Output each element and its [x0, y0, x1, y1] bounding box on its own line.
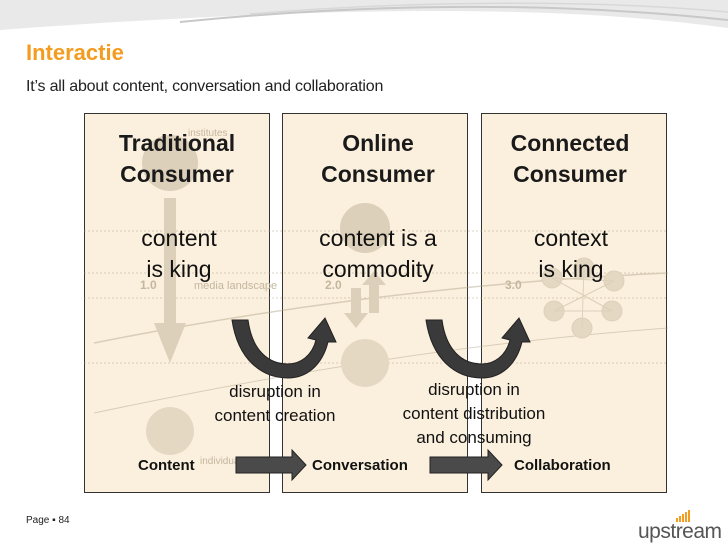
panel-3-slogan-line2: is king: [538, 256, 604, 282]
bg-label-media-landscape: media landscape: [194, 280, 278, 292]
panel-2-slogan-line1: content is a: [319, 225, 437, 251]
disruption-2-line1: disruption in: [428, 380, 520, 399]
panel-1-slogan-line2: is king: [146, 256, 212, 282]
panel-traditional-consumer: [84, 113, 270, 493]
page-label: Page: [26, 515, 50, 526]
panel-1-slogan-line1: content: [141, 225, 217, 251]
panel-1-heading-line2: Consumer: [120, 161, 234, 187]
disruption-2-line2: content distribution: [402, 404, 546, 423]
panel-3-slogan: context is king: [471, 223, 671, 285]
bg-label-institutes: institutes: [188, 128, 228, 139]
panel-online-consumer: [282, 113, 468, 493]
panel-connected-consumer: [481, 113, 667, 493]
bg-label-individuals: individuals: [200, 456, 247, 467]
disruption-2-text: disruption in content distribution and c…: [364, 378, 584, 450]
panel-1-footer: Content: [138, 457, 195, 474]
disruption-2-line3: and consuming: [416, 428, 532, 447]
disruption-1-text: disruption in content creation: [165, 380, 385, 428]
panel-1-heading-line1: Traditional: [118, 130, 236, 156]
panel-3-heading-line1: Connected: [510, 130, 630, 156]
panel-2-slogan: content is a commodity: [278, 223, 478, 285]
panel-2-footer: Conversation: [312, 457, 408, 474]
page-number: 84: [58, 515, 70, 526]
slide-title: Interactie: [26, 40, 124, 65]
panel-2-slogan-line2: commodity: [322, 256, 434, 282]
header-swoosh: [0, 0, 728, 30]
panel-3-slogan-line1: context: [533, 225, 609, 251]
panel-1-heading: Traditional Consumer: [77, 128, 277, 190]
slide-subtitle: It’s all about content, conversation and…: [26, 78, 384, 95]
bg-label-1-0: 1.0: [140, 278, 157, 292]
disruption-1-line2: content creation: [214, 406, 336, 425]
bg-label-2-0: 2.0: [325, 278, 342, 292]
panel-1-slogan: content is king: [79, 223, 279, 285]
panel-2-heading-line1: Online: [342, 130, 414, 156]
panel-3-heading-line2: Consumer: [513, 161, 627, 187]
panel-2-heading: Online Consumer: [278, 128, 478, 190]
panel-2-heading-line2: Consumer: [321, 161, 435, 187]
upstream-logo: upstream: [638, 520, 722, 543]
page-bullet-icon: ▪: [52, 515, 56, 526]
disruption-1-line1: disruption in: [229, 382, 321, 401]
logo-bars-icon: [676, 510, 690, 522]
bg-label-3-0: 3.0: [505, 278, 522, 292]
panel-3-heading: Connected Consumer: [470, 128, 670, 190]
panel-3-footer: Collaboration: [514, 457, 611, 474]
page-indicator: Page ▪ 84: [26, 515, 70, 526]
